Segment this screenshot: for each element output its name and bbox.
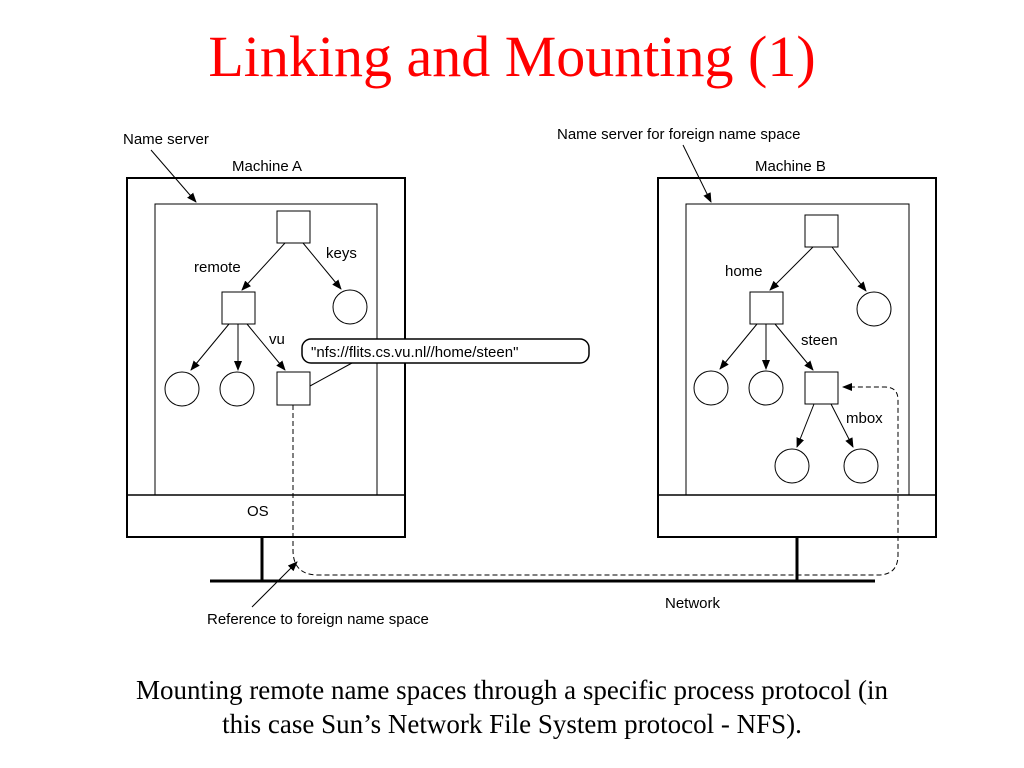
machine-a-leaf-node xyxy=(219,371,255,407)
edge-arrow xyxy=(831,246,867,292)
foreign-reference-path xyxy=(292,383,899,576)
caption-line-2: this case Sun’s Network File System prot… xyxy=(222,709,802,739)
mount-string-connector xyxy=(309,362,353,387)
mount-string-box xyxy=(301,338,590,364)
edge-arrow xyxy=(774,323,814,371)
edge-arrow xyxy=(830,403,854,448)
machine-b-file-node xyxy=(856,291,892,327)
machine-a-root-dir-node xyxy=(276,210,311,244)
mount-string: "nfs://flits.cs.vu.nl//home/steen" xyxy=(311,344,518,361)
edge-arrow xyxy=(719,323,758,370)
machine-b-leaf-node xyxy=(748,370,784,406)
edge-arrow xyxy=(241,242,286,291)
machine-b-leaf-node xyxy=(843,448,879,484)
edge-label-home: home xyxy=(725,263,763,280)
edge-arrow xyxy=(246,323,286,371)
machine-a-leaf-node xyxy=(164,371,200,407)
os-label: OS xyxy=(247,503,269,520)
machine-b-root-dir-node xyxy=(804,214,839,248)
machine-a-vu-mount-point-node xyxy=(276,371,311,406)
machine-b-label: Machine B xyxy=(755,158,826,175)
network-label: Network xyxy=(665,595,721,612)
edge-arrow xyxy=(796,403,815,448)
machine-a-keys-file-node xyxy=(332,289,368,325)
edge-label-steen: steen xyxy=(801,332,838,349)
machine-b-steen-dir-node xyxy=(804,371,839,405)
machine-b-frame xyxy=(657,177,937,538)
reference-label: Reference to foreign name space xyxy=(207,611,429,628)
slide-title: Linking and Mounting (1) xyxy=(208,24,816,89)
slide-caption: Mounting remote name spaces through a sp… xyxy=(30,673,994,741)
name-server-pointer xyxy=(150,149,197,203)
edge-arrow xyxy=(190,323,230,371)
machine-b-leaf-node xyxy=(693,370,729,406)
reference-pointer xyxy=(251,561,298,608)
machine-a-remote-dir-node xyxy=(221,291,256,325)
edge-label-vu: vu xyxy=(269,331,285,348)
edge-label-mbox: mbox xyxy=(846,410,883,427)
edge-arrow xyxy=(302,242,342,290)
machine-a-label: Machine A xyxy=(232,158,302,175)
foreign-name-server-pointer xyxy=(682,144,712,203)
edge-label-remote: remote xyxy=(194,259,241,276)
machine-b: Machine B home steen mbox xyxy=(657,158,937,538)
edge-arrow xyxy=(769,246,814,291)
caption-line-1: Mounting remote name spaces through a sp… xyxy=(135,675,889,705)
machine-b-home-dir-node xyxy=(749,291,784,325)
machine-b-leaf-node xyxy=(774,448,810,484)
foreign-name-server-label: Name server for foreign name space xyxy=(557,126,800,143)
edge-label-keys: keys xyxy=(326,245,357,262)
machine-a: Machine A OS remote keys vu xyxy=(126,158,406,538)
name-server-label: Name server xyxy=(123,131,209,148)
